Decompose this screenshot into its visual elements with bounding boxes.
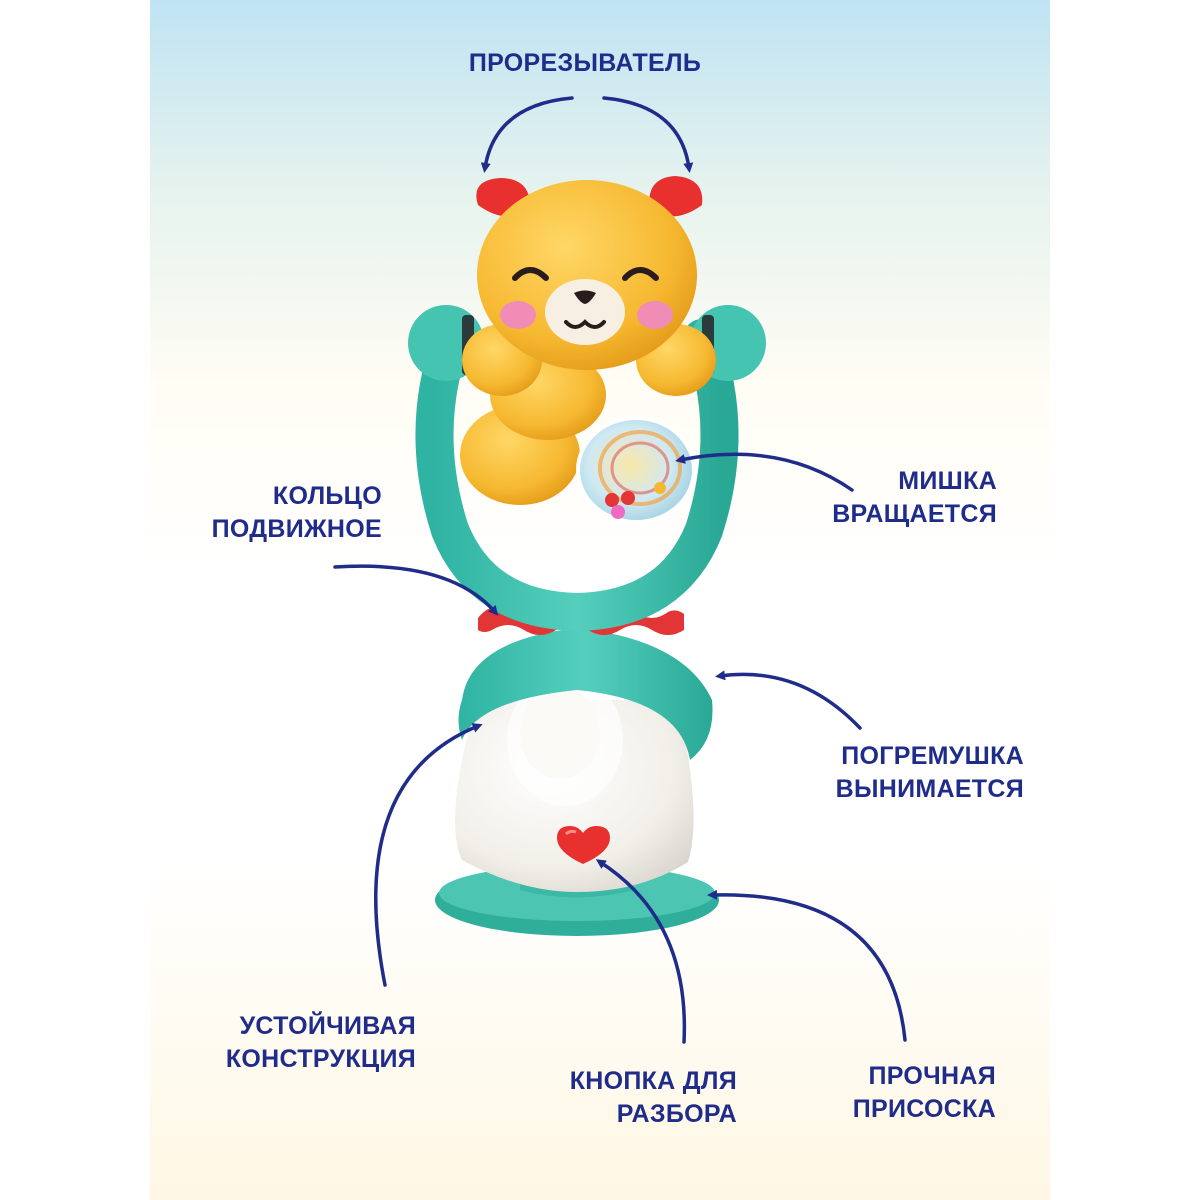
label-movable-ring-line1: КОЛЬЦО	[272, 482, 382, 510]
label-bear-rotates: МИШКА ВРАЩАЕТСЯ	[800, 465, 997, 531]
label-stable-design: УСТОЙЧИВАЯ КОНСТРУКЦИЯ	[185, 1010, 416, 1076]
label-strong-suction-line1: ПРОЧНАЯ	[868, 1062, 996, 1090]
base-collar	[458, 628, 713, 760]
eye-right-icon	[622, 267, 659, 281]
bear-muzzle	[545, 279, 625, 345]
label-bear-rotates-line2: ВРАЩАЕТСЯ	[832, 500, 997, 528]
label-teether: ПРОРЕЗЫВАТЕЛЬ	[440, 47, 730, 80]
label-strong-suction: ПРОЧНАЯ ПРИСОСКА	[815, 1060, 996, 1126]
label-stable-design-line2: КОНСТРУКЦИЯ	[225, 1045, 416, 1073]
annotation-arrows	[333, 96, 907, 1044]
label-movable-ring: КОЛЬЦО ПОДВИЖНОЕ	[160, 480, 382, 546]
label-rattle-removable: ПОГРЕМУШКА ВЫНИМАЕТСЯ	[790, 740, 1024, 806]
arrow-suction	[707, 889, 907, 1042]
label-disassembly-button: КНОПКА ДЛЯ РАЗБОРА	[515, 1065, 737, 1131]
label-rattle-removable-line2: ВЫНИМАЕТСЯ	[835, 775, 1024, 803]
arrow-button	[595, 859, 687, 1044]
rattle-disc	[576, 416, 696, 524]
label-bear-rotates-line1: МИШКА	[898, 467, 997, 495]
label-disassembly-button-line1: КНОПКА ДЛЯ	[569, 1067, 737, 1095]
eye-left-icon	[512, 267, 549, 281]
label-disassembly-button-line2: РАЗБОРА	[616, 1100, 737, 1128]
label-stable-design-line1: УСТОЙЧИВАЯ	[239, 1012, 416, 1040]
arrow-bear-rotates	[675, 452, 854, 492]
bear-figure	[460, 176, 716, 505]
rattle-base	[455, 674, 694, 892]
heart-button[interactable]	[557, 826, 610, 864]
label-strong-suction-line2: ПРИСОСКА	[852, 1095, 996, 1123]
arrow-rattle	[715, 670, 862, 730]
label-teether-text: ПРОРЕЗЫВАТЕЛЬ	[468, 49, 702, 77]
label-rattle-removable-line1: ПОГРЕМУШКА	[841, 742, 1024, 770]
label-movable-ring-line2: ПОДВИЖНОЕ	[211, 515, 382, 543]
arrow-teether-left	[480, 96, 574, 173]
arrow-movable-ring	[333, 564, 499, 616]
arrow-stable	[374, 723, 483, 987]
arrow-teether-right	[602, 96, 694, 173]
